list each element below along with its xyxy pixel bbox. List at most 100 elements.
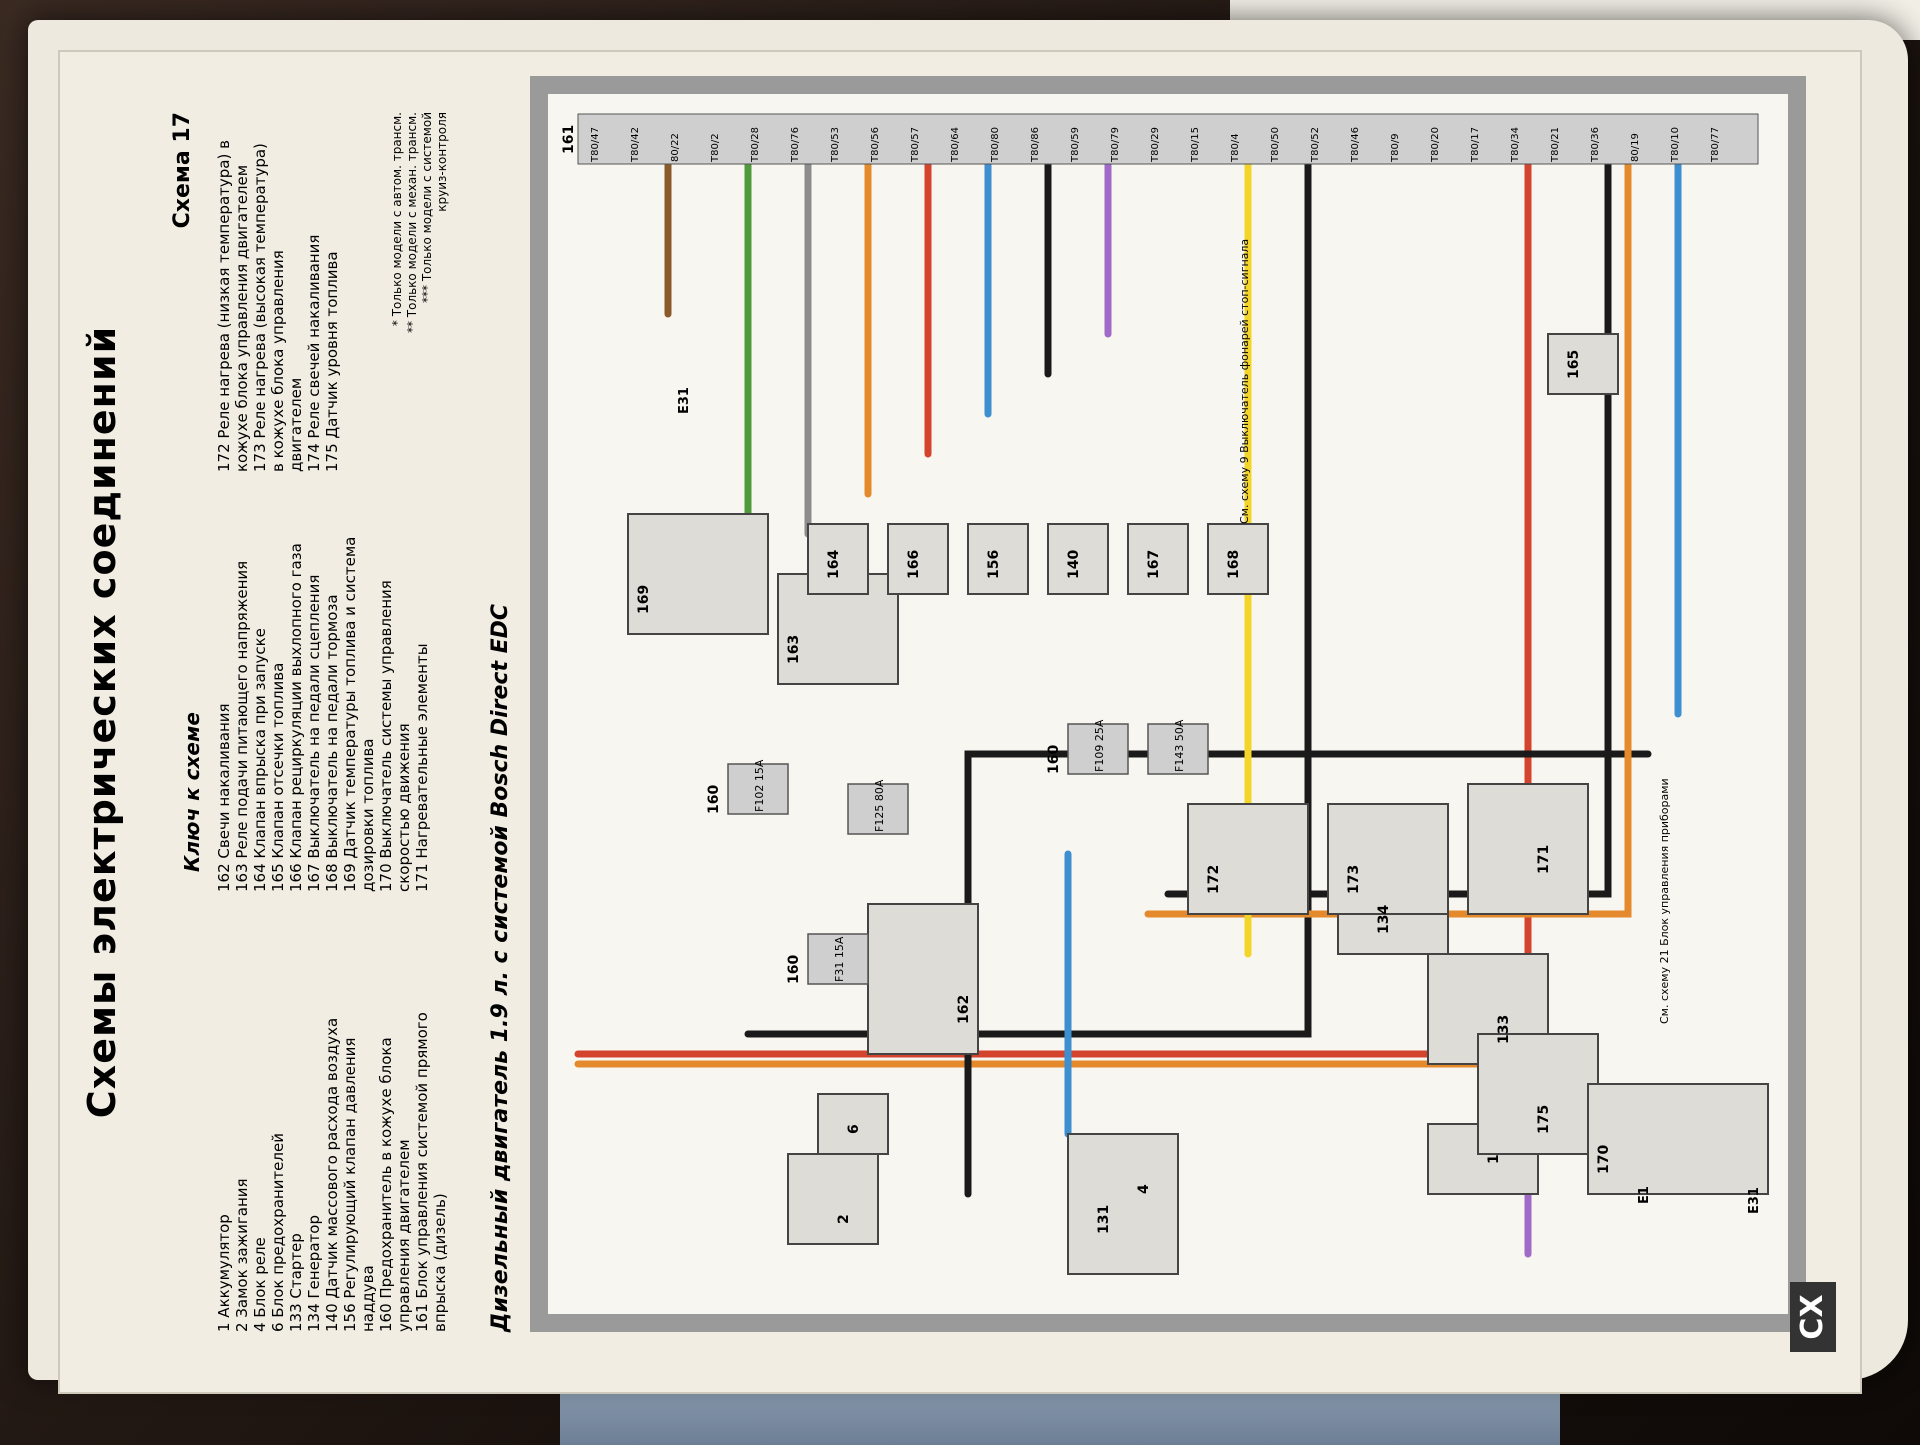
page-title: Схемы электрических соединений: [80, 325, 124, 1119]
pin-label: T80/50: [1270, 127, 1281, 163]
label-c175: 175: [1536, 1105, 1552, 1134]
key-item: 172 Реле нагрева (низкая температура) в: [215, 140, 233, 472]
footnote: круиз-контроля: [435, 112, 449, 212]
key-item: 140 Датчик массового расхода воздуха: [323, 1017, 341, 1332]
key-item: 162 Свечи накаливания: [215, 703, 233, 892]
switch-168: [1207, 523, 1269, 595]
pin-label: T80/42: [630, 127, 641, 163]
wire-black-3: [1164, 150, 1612, 898]
pin-label: T80/36: [1590, 127, 1601, 163]
key-item: 166 Клапан рециркуляции выхлопного газа: [287, 543, 305, 892]
valve-166: [887, 523, 949, 595]
key-item: 174 Реле свечей накаливания: [305, 234, 323, 472]
rotated-page-content: Схемы электрических соединений Схема 17 …: [58, 50, 1862, 1394]
label-c160c: 160: [706, 785, 722, 814]
fuse-labels: F31 15A F125 80A F109 25A F143 50A F102 …: [753, 719, 1186, 982]
label-c134: 134: [1376, 905, 1392, 934]
label-c160a: 160: [786, 955, 802, 984]
fuel-level-175: [1477, 1033, 1599, 1155]
label-c167: 167: [1146, 550, 1162, 579]
pin-label: T80/64: [950, 127, 961, 163]
pin-label: T80/52: [1310, 127, 1321, 163]
valve-156: [967, 523, 1029, 595]
key-item: впрыска (дизель): [431, 1193, 449, 1332]
pin-label: 80/22: [670, 133, 681, 162]
key-item: 163 Реле подачи питающего напряжения: [233, 560, 251, 892]
key-item: 170 Выключатель системы управления: [377, 580, 395, 892]
label-f143: F143 50A: [1173, 719, 1186, 772]
key-item: 160 Предохранитель в кожухе блока: [377, 1037, 395, 1332]
label-c173: 173: [1346, 865, 1362, 894]
key-item: 161 Блок управления системой прямого: [413, 1012, 431, 1332]
label-c161: 161: [561, 125, 577, 154]
ignition-switch-2: [787, 1153, 879, 1245]
fuse-f102: [727, 763, 789, 815]
pin-label: T80/10: [1670, 127, 1681, 163]
label-c165: 165: [1566, 350, 1582, 379]
fuel-sensor-169: [627, 513, 769, 635]
key-item: 1 Аккумулятор: [215, 1214, 233, 1332]
ground-labels: E1 E31 E31: [677, 387, 1762, 1214]
pin-label: 80/19: [1630, 133, 1641, 162]
pin-label: T80/59: [1070, 127, 1081, 163]
key-column-3: 172 Реле нагрева (низкая температура) в …: [215, 140, 341, 472]
fuse-f143: [1147, 723, 1209, 775]
switch-167: [1127, 523, 1189, 595]
key-item: 4 Блок реле: [251, 1237, 269, 1332]
key-item: наддува: [359, 1265, 377, 1332]
key-item: 6 Блок предохранителей: [269, 1133, 287, 1332]
fuel-cutoff-165: [1547, 333, 1619, 395]
pin-label: T80/29: [1150, 127, 1161, 163]
label-c160b: 160: [1046, 745, 1062, 774]
key-item: скоростью движения: [395, 723, 413, 892]
key-item: в кожухе блока управления: [269, 250, 287, 472]
footnotes: * Только модели с автом. трансм. ** Толь…: [390, 112, 450, 333]
key-item: 134 Генератор: [305, 1215, 323, 1332]
relay-box-4: [1067, 1133, 1179, 1275]
pin-label: T80/80: [990, 127, 1001, 163]
key-heading: Ключ к схеме: [180, 712, 204, 872]
schema-label: Схема 17: [170, 112, 195, 229]
footnote: *** Только модели с системой: [420, 112, 434, 303]
pin-label: T80/76: [790, 127, 801, 163]
diagram-caption: Дизельный двигатель 1.9 л. с системой Bo…: [488, 603, 513, 1332]
label-e31a: E31: [1747, 1187, 1762, 1214]
label-c171: 171: [1536, 845, 1552, 874]
label-c164: 164: [826, 550, 842, 579]
label-c6: 6: [846, 1124, 862, 1134]
sensor-140: [1047, 523, 1109, 595]
pin-label: T80/86: [1030, 127, 1041, 163]
label-f102: F102 15A: [753, 759, 766, 812]
key-item: 133 Стартер: [287, 1233, 305, 1332]
key-item: 2 Замок зажигания: [233, 1178, 251, 1332]
label-c162: 162: [956, 995, 972, 1024]
label-c172: 172: [1206, 865, 1222, 894]
key-column-1: 1 Аккумулятор 2 Замок зажигания 4 Блок р…: [215, 1012, 449, 1332]
label-e31b: E31: [677, 387, 692, 414]
pin-label: T80/4: [1230, 133, 1241, 163]
pin-label: T80/34: [1510, 127, 1521, 163]
key-item: 171 Нагревательные элементы: [413, 643, 431, 892]
key-item: дозировки топлива: [359, 738, 377, 892]
key-column-2: 162 Свечи накаливания 163 Реле подачи пи…: [215, 537, 431, 892]
label-f109: F109 25A: [1093, 719, 1106, 772]
key-item: 164 Клапан впрыска при запуске: [251, 628, 269, 892]
pin-label: T80/20: [1430, 127, 1441, 163]
relay-173: [1327, 803, 1449, 915]
pin-label: T80/9: [1390, 133, 1401, 163]
pin-label: T80/56: [870, 127, 881, 163]
key-item: 165 Клапан отсечки топлива: [269, 662, 287, 892]
label-c140: 140: [1066, 550, 1082, 579]
label-c1: 1: [1486, 1154, 1502, 1164]
reference-notes: См. схему 21 Блок управления приборами С…: [1238, 239, 1671, 1024]
footnote: * Только модели с автом. трансм.: [390, 112, 404, 327]
label-f125: F125 80A: [873, 779, 886, 832]
fuse-f109: [1067, 723, 1129, 775]
fuse-f31: [807, 933, 869, 985]
cruise-switch-170: [1587, 1083, 1769, 1195]
wiring-diagram-frame: 1 2 4 6 131 133 134 160 160 160 161 162 …: [530, 76, 1806, 1332]
label-e1: E1: [1637, 1186, 1652, 1204]
pin-label: T80/79: [1110, 127, 1121, 163]
label-c2: 2: [836, 1214, 852, 1224]
